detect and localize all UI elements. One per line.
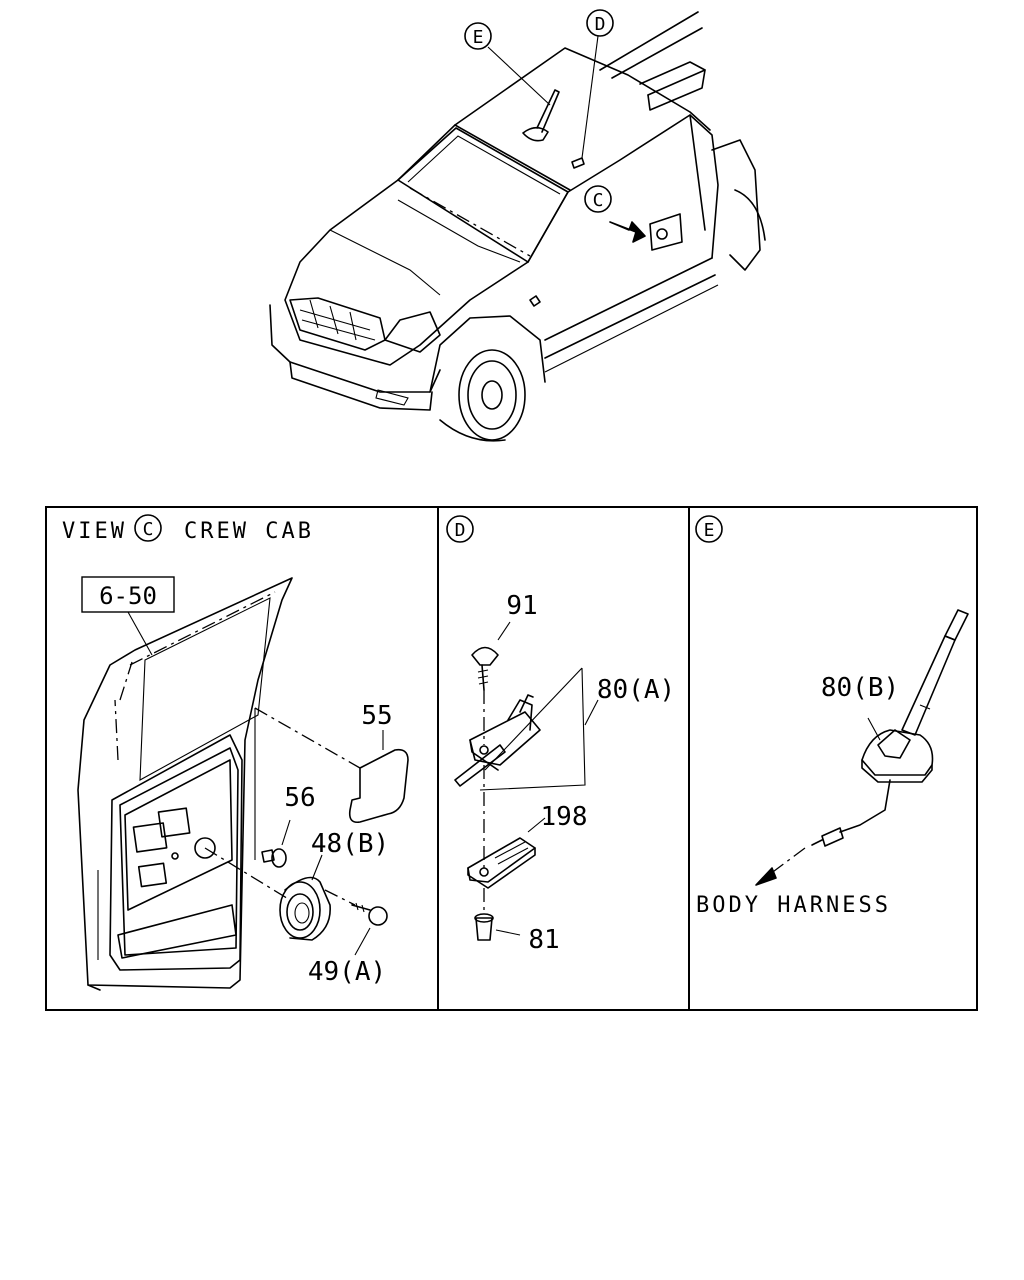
- callout-D-top: D: [586, 9, 614, 37]
- part-label-91: 91: [506, 591, 537, 621]
- part-label-80b: 80(B): [821, 673, 899, 703]
- svg-text:C: C: [143, 519, 154, 540]
- panel-c-title-suffix: CREW CAB: [184, 519, 314, 544]
- svg-text:E: E: [473, 27, 484, 48]
- ref-box-label: 6-50: [99, 582, 157, 610]
- panel-d-circle: [446, 515, 474, 543]
- svg-text:E: E: [704, 520, 715, 541]
- panel-detail-d: D 91 80(A) 198 81: [446, 515, 675, 955]
- panel-c-title-prefix: VIEW: [62, 519, 127, 544]
- callout-E-top: E: [464, 22, 492, 50]
- part-label-198: 198: [541, 802, 588, 832]
- part-label-55: 55: [361, 701, 392, 731]
- body-harness-label: BODY HARNESS: [696, 893, 891, 918]
- part-label-48b: 48(B): [311, 829, 389, 859]
- panel-detail-e: E 80(B) BODY HARNESS: [695, 515, 969, 918]
- part-label-49a: 49(A): [308, 957, 386, 987]
- svg-text:D: D: [455, 520, 466, 541]
- part-label-56: 56: [284, 783, 315, 813]
- part-label-81: 81: [528, 925, 559, 955]
- detail-frame: [45, 506, 978, 1011]
- part-label-80a: 80(A): [597, 675, 675, 705]
- svg-text:D: D: [595, 14, 606, 35]
- vehicle-illustration: [269, 11, 766, 442]
- callout-C-top: C: [584, 185, 612, 213]
- panel-c-title-circle: [134, 514, 162, 542]
- panel-view-c: VIEW C CREW CAB 6-50: [62, 514, 409, 991]
- panel-e-circle: [695, 515, 723, 543]
- svg-text:C: C: [593, 190, 604, 211]
